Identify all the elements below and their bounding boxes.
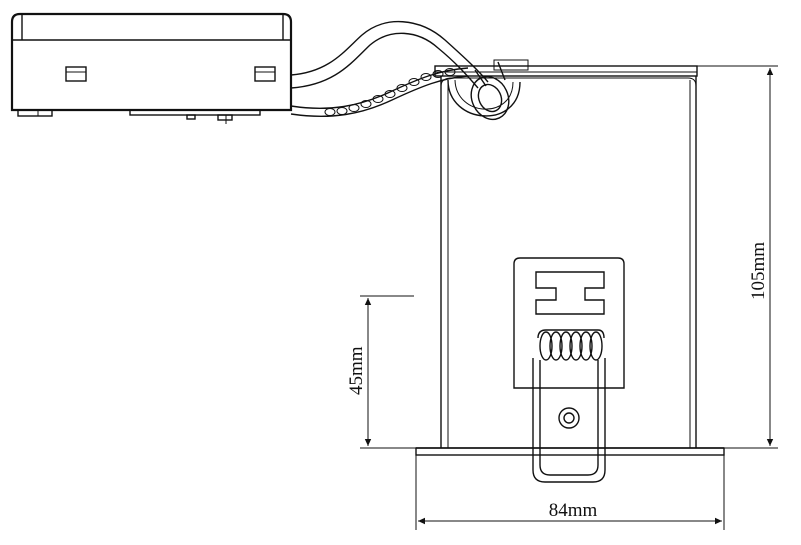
dimension-label-84mm: 84mm <box>549 500 598 521</box>
dimension-label-105mm: 105mm <box>748 242 769 300</box>
lamp-housing <box>415 65 725 456</box>
cable-gland <box>447 59 529 121</box>
power-cable <box>290 21 489 89</box>
dimension-45mm: 45mm <box>346 295 416 449</box>
spring-clip <box>513 257 625 483</box>
dimension-label-45mm: 45mm <box>346 346 367 395</box>
dimension-105mm: 105mm <box>697 65 778 449</box>
dimension-84mm: 84mm <box>415 455 725 530</box>
driver-box <box>10 12 293 124</box>
